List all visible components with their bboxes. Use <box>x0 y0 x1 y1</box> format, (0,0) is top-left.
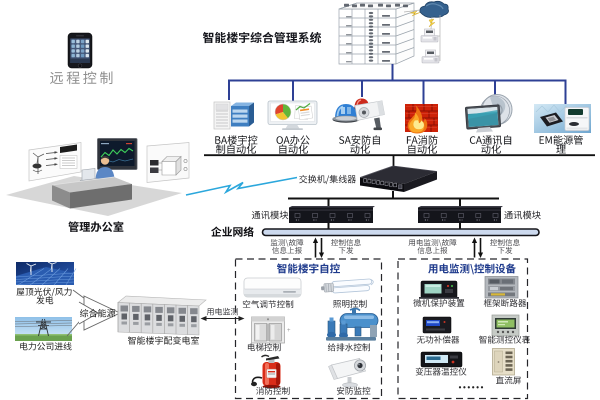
svg-text:+: + <box>287 328 291 334</box>
